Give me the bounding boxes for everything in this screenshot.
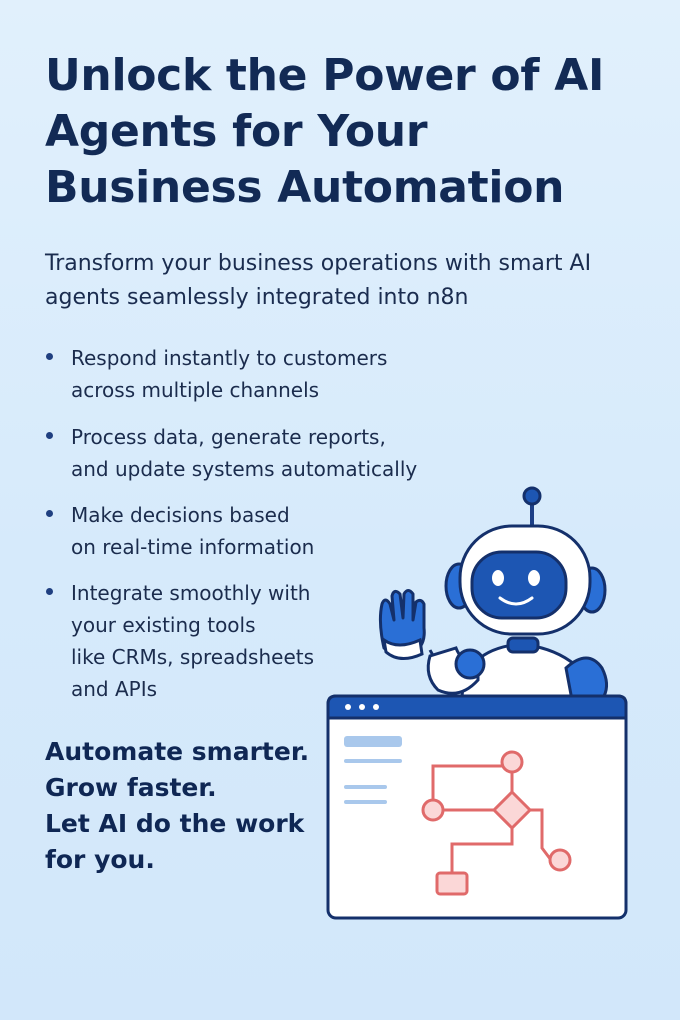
feature-text: Process data, generate reports, and upda… <box>71 425 418 481</box>
bullet-icon <box>46 353 53 360</box>
workflow-window-icon <box>326 694 628 920</box>
feature-text: Integrate smoothly with your existing to… <box>71 581 315 701</box>
waving-robot-icon <box>378 486 609 702</box>
bullet-icon <box>46 432 53 439</box>
subheadline: Transform your business operations with … <box>45 251 592 310</box>
feature-text: Make decisions based on real-time inform… <box>71 503 315 559</box>
feature-text: Respond instantly to customers across mu… <box>71 346 388 402</box>
bullet-icon <box>46 510 53 517</box>
tagline: Automate smarter. Grow faster. Let AI do… <box>45 737 310 874</box>
bullet-icon <box>46 588 53 595</box>
robot-workflow-illustration <box>326 486 628 920</box>
headline: Unlock the Power of AI Agents for Your B… <box>45 50 605 213</box>
